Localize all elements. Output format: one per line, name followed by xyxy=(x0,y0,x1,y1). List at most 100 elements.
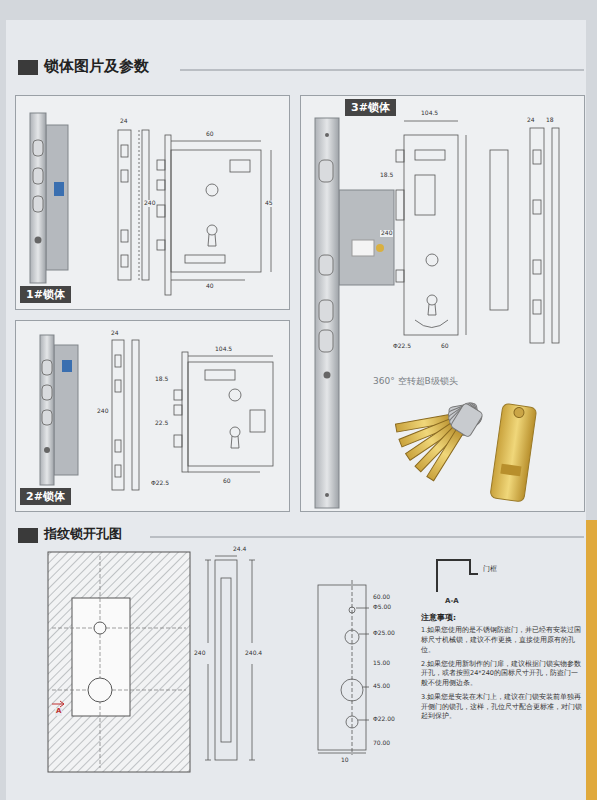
lock-photo-3-part xyxy=(319,255,333,275)
panel-tag: 3#锁体 xyxy=(345,99,396,116)
hole-layout-drawing-part xyxy=(349,607,355,613)
side-plate-drawing-part xyxy=(249,760,255,761)
lock-cylinder-part xyxy=(513,407,524,418)
section-label: A-A xyxy=(444,598,460,606)
lock-photo-2-part xyxy=(42,360,52,375)
keys-part-part xyxy=(450,402,483,437)
heading-bars-part xyxy=(180,70,584,71)
faceplate-drawing-3-part xyxy=(552,128,559,343)
case-drawing-1-part xyxy=(207,225,217,235)
section-a-a xyxy=(437,560,478,592)
faceplate-drawing-3-part xyxy=(533,260,541,274)
door-cutout-drawing-part xyxy=(52,690,186,691)
lock-photo-3-part xyxy=(325,133,329,137)
faceplate-drawing-1-part xyxy=(121,145,128,157)
section-title: 指纹锁开孔图 xyxy=(44,526,122,542)
faceplate-drawing-2-part xyxy=(115,465,121,477)
lock-photo-3-part xyxy=(319,330,333,352)
lock-photo-3-part xyxy=(352,240,374,256)
lock-photo-2-part xyxy=(62,360,72,372)
dimension-label: 104.5 xyxy=(214,346,233,353)
lock-photo-1-part xyxy=(33,196,43,212)
side-plate-drawing-part xyxy=(252,560,253,643)
case-drawing-2-part xyxy=(174,405,182,415)
dimension-label: 15.00 xyxy=(372,660,391,667)
door-cutout-drawing-part xyxy=(48,552,190,772)
dimension-label: 60 xyxy=(205,131,215,138)
case-drawing-2-part xyxy=(188,356,273,357)
case-drawing-1-part xyxy=(157,240,165,250)
case-drawing-1-part xyxy=(157,160,165,170)
case-drawing-3-part xyxy=(415,175,435,215)
lock-photo-1-part xyxy=(33,168,43,184)
side-plate-drawing xyxy=(205,556,255,760)
case-drawing-3-part xyxy=(428,304,436,315)
faceplate-drawing-3-part xyxy=(530,128,544,343)
lock-photo-3-part xyxy=(339,190,394,285)
dimension-label: 18.5 xyxy=(379,172,394,179)
dimension-label: 18.5 xyxy=(154,376,169,383)
lock-photo-1-part xyxy=(46,125,68,270)
case-drawing-3 xyxy=(396,121,466,335)
lock-photo-3-part xyxy=(319,300,333,322)
keys-part xyxy=(421,402,484,484)
dimension-label: Φ22.5 xyxy=(150,480,170,487)
faceplate-drawing-2-part xyxy=(112,340,124,490)
section-label: 门框 xyxy=(482,566,498,574)
faceplate-drawing-1-part xyxy=(121,170,128,182)
side-plate-drawing-part xyxy=(205,560,211,561)
door-cutout-drawing xyxy=(48,552,190,772)
case-drawing-2-part xyxy=(205,370,235,380)
side-plate-drawing-part xyxy=(208,560,209,643)
heading-bars-part xyxy=(18,60,38,75)
keys-part-part xyxy=(448,402,483,437)
dimension-label: 24.4 xyxy=(232,546,247,553)
lock-photo-3-part xyxy=(325,493,329,497)
side-plate-drawing-part xyxy=(215,560,237,760)
keys-part xyxy=(410,402,483,477)
hole-layout-drawing-part xyxy=(359,634,369,635)
case-drawing-1-part xyxy=(185,255,225,263)
case-drawing-1-part xyxy=(157,205,165,217)
lock-photo-2-part xyxy=(42,385,52,400)
hole-layout-drawing-part xyxy=(352,580,353,755)
hole-layout-drawing-part xyxy=(363,687,369,688)
case-drawing-2-part xyxy=(182,352,188,472)
hole-layout-drawing xyxy=(318,580,369,755)
case-drawing-3-part xyxy=(396,270,404,282)
dimension-label: 60 xyxy=(440,343,450,350)
lock-photo-1-part xyxy=(54,182,64,196)
notes-heading: 注意事项: xyxy=(420,614,457,622)
side-plate-drawing-part xyxy=(215,556,237,557)
panel-grounds-part xyxy=(15,95,290,310)
case-drawing-1-part xyxy=(171,150,261,272)
lock-cylinder-part xyxy=(500,464,521,477)
faceplate-drawing-2-part xyxy=(115,355,121,367)
panel-grounds-part xyxy=(300,95,585,512)
lock-panel: 3#锁体360° 空转超B级锁头 xyxy=(300,95,585,512)
door-cutout-drawing-part xyxy=(100,556,101,768)
case-drawing-2 xyxy=(174,352,273,472)
faceplate-drawing-3 xyxy=(490,128,559,343)
panel-tag: 1#锁体 xyxy=(20,286,71,303)
hole-layout-drawing-part xyxy=(358,720,369,721)
lock-photo-2-part xyxy=(54,345,78,475)
case-drawing-1-part xyxy=(171,280,245,281)
case-drawing-1 xyxy=(139,130,271,295)
heading-bars-part xyxy=(150,537,584,538)
dimension-label: 24 xyxy=(526,117,536,124)
faceplate-drawing-2-part xyxy=(132,340,139,490)
case-drawing-1-part xyxy=(208,234,216,246)
dimension-label: A xyxy=(55,708,62,716)
door-cutout-drawing-part xyxy=(52,701,64,707)
dimension-label: 240.4 xyxy=(244,650,263,657)
case-drawing-1-part xyxy=(139,130,140,280)
lock-photo-3 xyxy=(315,118,394,508)
section-heading: 指纹锁开孔图 xyxy=(15,523,315,547)
case-drawing-2-part xyxy=(231,436,239,448)
lock-cylinder-part xyxy=(490,403,537,502)
door-cutout-drawing-part xyxy=(52,628,186,629)
door-cutout-drawing-part xyxy=(88,678,112,702)
